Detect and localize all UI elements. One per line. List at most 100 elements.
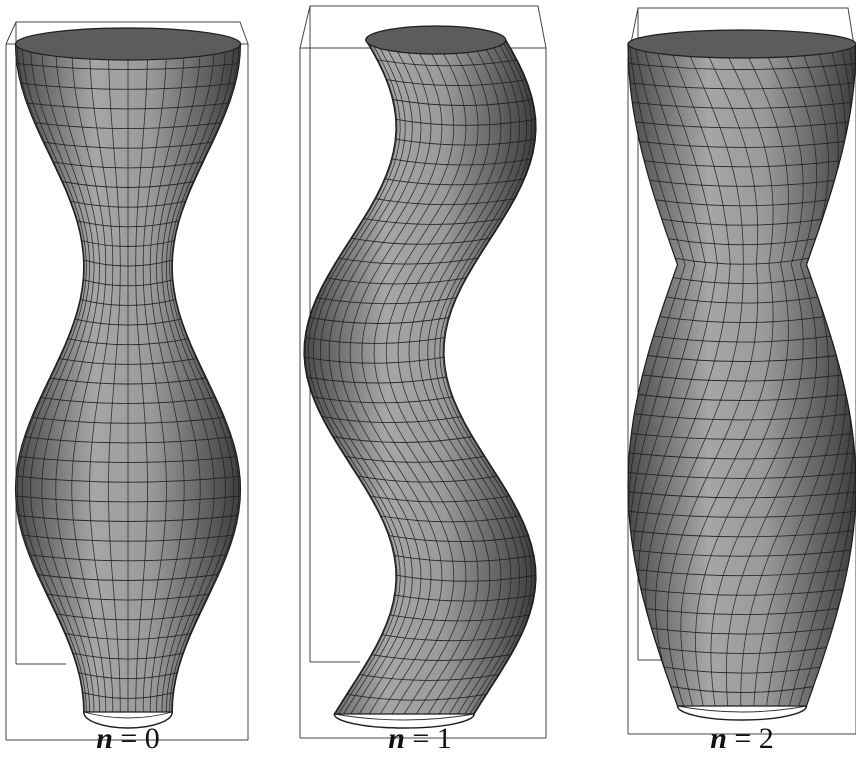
- mesh-meridian: [307, 39, 401, 715]
- mesh-ring: [338, 257, 479, 265]
- mesh-meridians: [304, 39, 536, 715]
- mesh-ring: [657, 647, 827, 655]
- mesh-ring: [392, 99, 533, 106]
- mesh-ring: [332, 436, 473, 443]
- surface-panel-n1: [299, 5, 547, 739]
- mesh-ring: [304, 356, 445, 364]
- mesh-meridian: [798, 43, 856, 707]
- mesh-ring: [628, 471, 856, 479]
- mesh-ring: [628, 63, 856, 70]
- mesh-ring: [645, 608, 839, 616]
- top-opening: [365, 25, 507, 55]
- mesh-meridian: [637, 43, 718, 707]
- mesh-ring: [393, 554, 535, 562]
- caption-value: 2: [758, 722, 774, 755]
- top-opening: [14, 27, 242, 61]
- caption-value: 1: [436, 722, 452, 755]
- mesh-ring: [632, 101, 852, 109]
- caption-value: 0: [144, 722, 160, 755]
- mesh-ring: [670, 686, 814, 693]
- mesh-ring: [326, 277, 467, 285]
- mesh-meridian: [328, 39, 422, 715]
- mesh-meridian: [312, 39, 406, 715]
- mesh-ring: [672, 277, 812, 285]
- caption-equals: =: [734, 722, 752, 755]
- mesh-meridian: [408, 39, 502, 715]
- bounding-box: [5, 21, 249, 741]
- bottom-rim: [676, 705, 808, 721]
- mesh-meridian: [645, 43, 731, 707]
- mesh-meridian: [710, 43, 804, 707]
- mesh-ring: [663, 666, 821, 674]
- bottom-rim: [333, 713, 475, 729]
- mesh-ring: [374, 198, 516, 206]
- mesh-ring: [659, 316, 825, 324]
- mesh-ring: [83, 711, 173, 719]
- mesh-meridian: [349, 39, 443, 715]
- mesh-meridian: [165, 43, 226, 713]
- mesh-meridian: [108, 44, 121, 713]
- mesh-meridian: [135, 44, 148, 713]
- mesh-ring: [344, 455, 485, 463]
- mesh-meridian: [338, 39, 432, 715]
- mesh-ring: [346, 693, 487, 701]
- caption-equals: =: [120, 722, 138, 755]
- surface-panel-n0: [5, 21, 249, 741]
- mesh-meridian: [319, 39, 413, 715]
- bottom-rim: [83, 711, 173, 729]
- mesh-ring: [628, 510, 856, 518]
- mesh-meridian: [666, 43, 759, 707]
- mesh-ring: [640, 588, 844, 596]
- mesh-ring: [653, 335, 831, 343]
- mesh-meridian: [373, 39, 467, 715]
- mesh-ring: [334, 713, 475, 721]
- caption-variable: n: [710, 722, 727, 755]
- mesh-meridian: [361, 39, 455, 715]
- mesh-ring: [651, 627, 833, 635]
- mesh-ring: [636, 569, 848, 577]
- surface-body: [627, 43, 856, 707]
- mesh-meridian: [434, 39, 528, 715]
- mesh-ring: [633, 549, 851, 557]
- top-opening: [627, 29, 856, 59]
- mesh-ring: [644, 160, 840, 168]
- mesh-meridian: [442, 39, 536, 715]
- mesh-ring: [357, 475, 498, 483]
- mesh-ring: [629, 452, 855, 460]
- mesh-meridian: [725, 43, 818, 707]
- mesh-meridian: [30, 43, 91, 713]
- mesh-meridian: [695, 43, 789, 707]
- mesh-meridian: [304, 39, 398, 715]
- mesh-meridian: [16, 43, 85, 713]
- mesh-ring: [637, 394, 847, 401]
- mesh-ring: [363, 217, 504, 225]
- mesh-ring: [628, 491, 856, 499]
- mesh-meridian: [21, 43, 87, 713]
- mesh-meridian: [439, 39, 533, 715]
- mesh-ring: [631, 432, 853, 440]
- mesh-meridian: [156, 43, 201, 713]
- mesh-ring: [350, 237, 491, 245]
- mesh-meridian: [55, 43, 100, 713]
- mesh-ring: [630, 530, 854, 538]
- mesh-meridian: [753, 43, 839, 707]
- mesh-meridian: [161, 43, 215, 713]
- mesh-ring: [629, 82, 855, 90]
- mesh-meridian: [142, 43, 167, 713]
- mesh-meridian: [427, 39, 521, 715]
- mesh-meridian: [740, 43, 829, 707]
- caption-variable: n: [96, 722, 113, 755]
- mesh-meridian: [397, 39, 491, 715]
- caption-n2: n = 2: [642, 722, 842, 756]
- mesh-ring: [642, 374, 842, 382]
- caption-n0: n = 0: [28, 722, 228, 756]
- mesh-rings: [627, 43, 856, 713]
- mesh-meridian: [149, 43, 185, 713]
- mesh-meridians: [16, 43, 240, 713]
- mesh-meridian: [169, 43, 235, 713]
- mesh-ring: [371, 654, 512, 661]
- mesh-meridian: [171, 43, 240, 713]
- mesh-meridian: [655, 43, 744, 707]
- mesh-meridian: [418, 39, 512, 715]
- caption-n1: n = 1: [320, 722, 520, 756]
